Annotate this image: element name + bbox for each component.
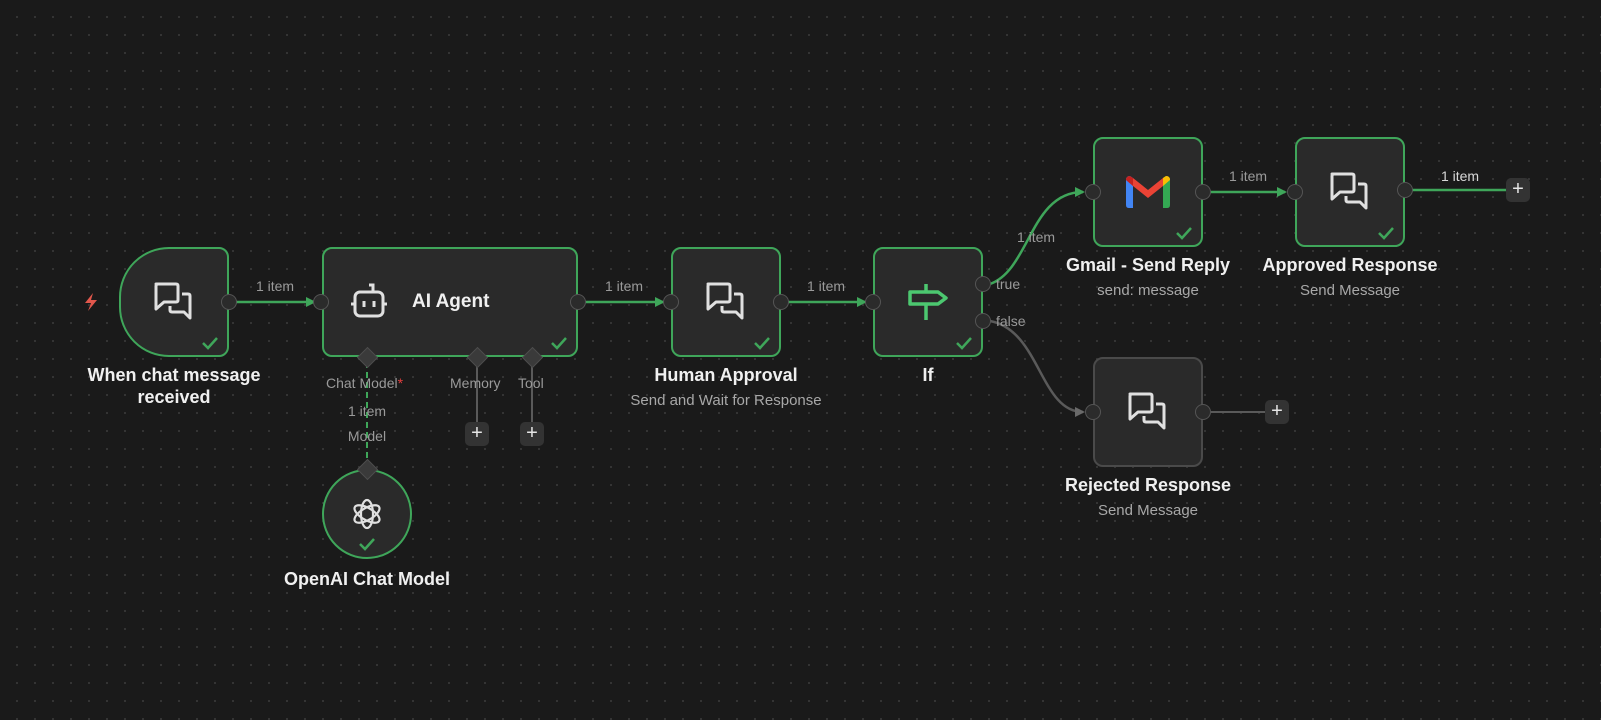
chat-bubbles-icon (1128, 392, 1166, 430)
input-handle[interactable] (663, 294, 679, 310)
edge-label-items: 1 item (1440, 168, 1480, 184)
input-handle[interactable] (1085, 404, 1101, 420)
chat-bubbles-icon (1330, 172, 1368, 210)
port-label-memory: Memory (450, 375, 501, 391)
node-title: Gmail - Send Reply (1065, 255, 1231, 275)
success-check-icon (1176, 227, 1192, 240)
node-title: Approved Response (1262, 255, 1438, 275)
node-title: Human Approval (654, 365, 798, 385)
success-check-icon (551, 337, 567, 350)
node-approved-response[interactable] (1295, 137, 1405, 247)
node-subtitle: Send Message (1097, 502, 1199, 519)
port-label-model: Model (347, 428, 387, 444)
node-title: When chat message received (87, 365, 261, 407)
node-subtitle: Send Message (1299, 282, 1401, 299)
node-openai-chat-model[interactable] (322, 469, 412, 559)
edge-label-items: 1 item (1016, 229, 1056, 245)
output-handle[interactable] (1195, 404, 1211, 420)
add-node-after-approved-button[interactable]: + (1506, 178, 1530, 202)
input-handle[interactable] (313, 294, 329, 310)
edge-if-gmail[interactable] (989, 187, 1085, 286)
success-check-icon (202, 337, 218, 350)
node-subtitle: Send and Wait for Response (630, 392, 822, 409)
output-handle[interactable] (570, 294, 586, 310)
output-handle[interactable] (1195, 184, 1211, 200)
node-title: Rejected Response (1064, 475, 1232, 495)
port-label-tool: Tool (518, 375, 544, 391)
output-handle-true[interactable] (975, 276, 991, 292)
node-human-approval[interactable] (671, 247, 781, 357)
node-if[interactable] (873, 247, 983, 357)
port-label-chat-model: Chat Model* (326, 375, 404, 391)
edge-if-rejected[interactable] (989, 319, 1085, 417)
output-handle[interactable] (1397, 182, 1413, 198)
node-rejected-response[interactable] (1093, 357, 1203, 467)
output-handle[interactable] (221, 294, 237, 310)
edge-label-items: 1 item (604, 278, 644, 294)
node-chat-trigger[interactable] (119, 247, 229, 357)
add-node-after-rejected-button[interactable]: + (1265, 400, 1289, 424)
chat-bubbles-icon (154, 282, 192, 320)
signpost-icon (908, 284, 948, 320)
openai-icon (353, 498, 381, 530)
trigger-bolt-icon (85, 293, 97, 311)
port-label-false: false (996, 313, 1026, 329)
node-title: OpenAI Chat Model (284, 569, 450, 589)
add-memory-button[interactable]: + (465, 422, 489, 446)
node-title: AI Agent (412, 291, 490, 312)
success-check-icon (956, 337, 972, 350)
success-check-icon (754, 337, 770, 350)
node-title: If (922, 365, 934, 385)
node-ai-agent[interactable]: AI Agent (322, 247, 578, 357)
edge-label-items: 1 item (1228, 168, 1268, 184)
input-handle[interactable] (865, 294, 881, 310)
node-gmail-send-reply[interactable] (1093, 137, 1203, 247)
add-tool-button[interactable]: + (520, 422, 544, 446)
input-handle[interactable] (1287, 184, 1303, 200)
port-label-true: true (996, 276, 1021, 292)
edge-label-items: 1 item (347, 403, 387, 419)
chat-bubbles-icon (706, 282, 744, 320)
success-check-icon (1378, 227, 1394, 240)
gmail-icon (1126, 176, 1170, 208)
node-subtitle: send: message (1097, 282, 1199, 299)
success-check-icon (359, 538, 375, 551)
edge-label-items: 1 item (806, 278, 846, 294)
output-handle-false[interactable] (975, 313, 991, 329)
input-handle[interactable] (1085, 184, 1101, 200)
output-handle[interactable] (773, 294, 789, 310)
robot-icon (351, 283, 387, 318)
edge-label-items: 1 item (255, 278, 295, 294)
